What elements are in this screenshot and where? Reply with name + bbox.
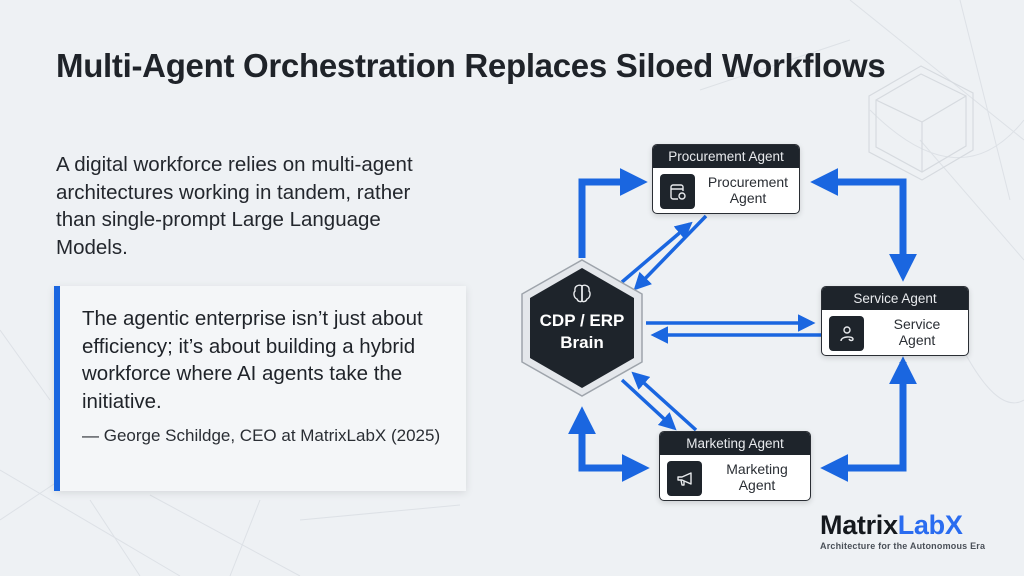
megaphone-icon <box>667 461 702 496</box>
cube-icon <box>868 65 974 181</box>
procurement-agent-label: Procurement Agent <box>707 174 789 206</box>
arrow-hub-marketing-diagonal <box>620 378 677 431</box>
slide-title: Multi-Agent Orchestration Replaces Siloe… <box>56 47 886 84</box>
arrow-service-procurement <box>810 168 907 272</box>
service-agent-label: Service Agent <box>893 316 941 348</box>
quote-text: The agentic enterprise isn’t just about … <box>82 307 423 413</box>
hub-label: CDP / ERP Brain <box>520 310 644 354</box>
hexagon-shape <box>521 259 643 397</box>
marketing-agent-card[interactable]: Marketing Agent Marketing Agent <box>659 431 811 501</box>
brand-name: MatrixLabX <box>820 510 985 540</box>
arrow-hub-to-procurement <box>578 168 648 258</box>
brain-icon <box>573 284 591 303</box>
user-service-icon <box>829 316 864 351</box>
brand-logo: MatrixLabX Architecture for the Autonomo… <box>820 510 985 551</box>
intro-paragraph: A digital workforce relies on multi-agen… <box>56 153 413 259</box>
arrow-service-marketing <box>820 362 907 482</box>
arrow-hub-procurement-diagonal <box>620 221 693 284</box>
service-agent-card[interactable]: Service Agent Service Agent <box>821 286 969 356</box>
quote-card: The agentic enterprise isn’t just about … <box>54 286 466 491</box>
brand-name-part2: LabX <box>897 510 963 540</box>
service-agent-header: Service Agent <box>822 287 968 310</box>
quote-attribution: — George Schildge, CEO at MatrixLabX (20… <box>82 426 441 445</box>
marketing-agent-label: Marketing Agent <box>726 461 788 493</box>
hub-label-line2: Brain <box>560 333 604 352</box>
procurement-icon <box>660 174 695 209</box>
hub-label-line1: CDP / ERP <box>539 311 625 330</box>
arrow-marketing-hub <box>568 406 638 472</box>
hub-node[interactable]: CDP / ERP Brain <box>520 258 644 398</box>
procurement-agent-header: Procurement Agent <box>653 145 799 168</box>
procurement-agent-card[interactable]: Procurement Agent Procurement Agent <box>652 144 800 214</box>
marketing-agent-header: Marketing Agent <box>660 432 810 455</box>
brand-tagline: Architecture for the Autonomous Era <box>820 541 986 551</box>
brand-name-part1: Matrix <box>820 510 898 540</box>
